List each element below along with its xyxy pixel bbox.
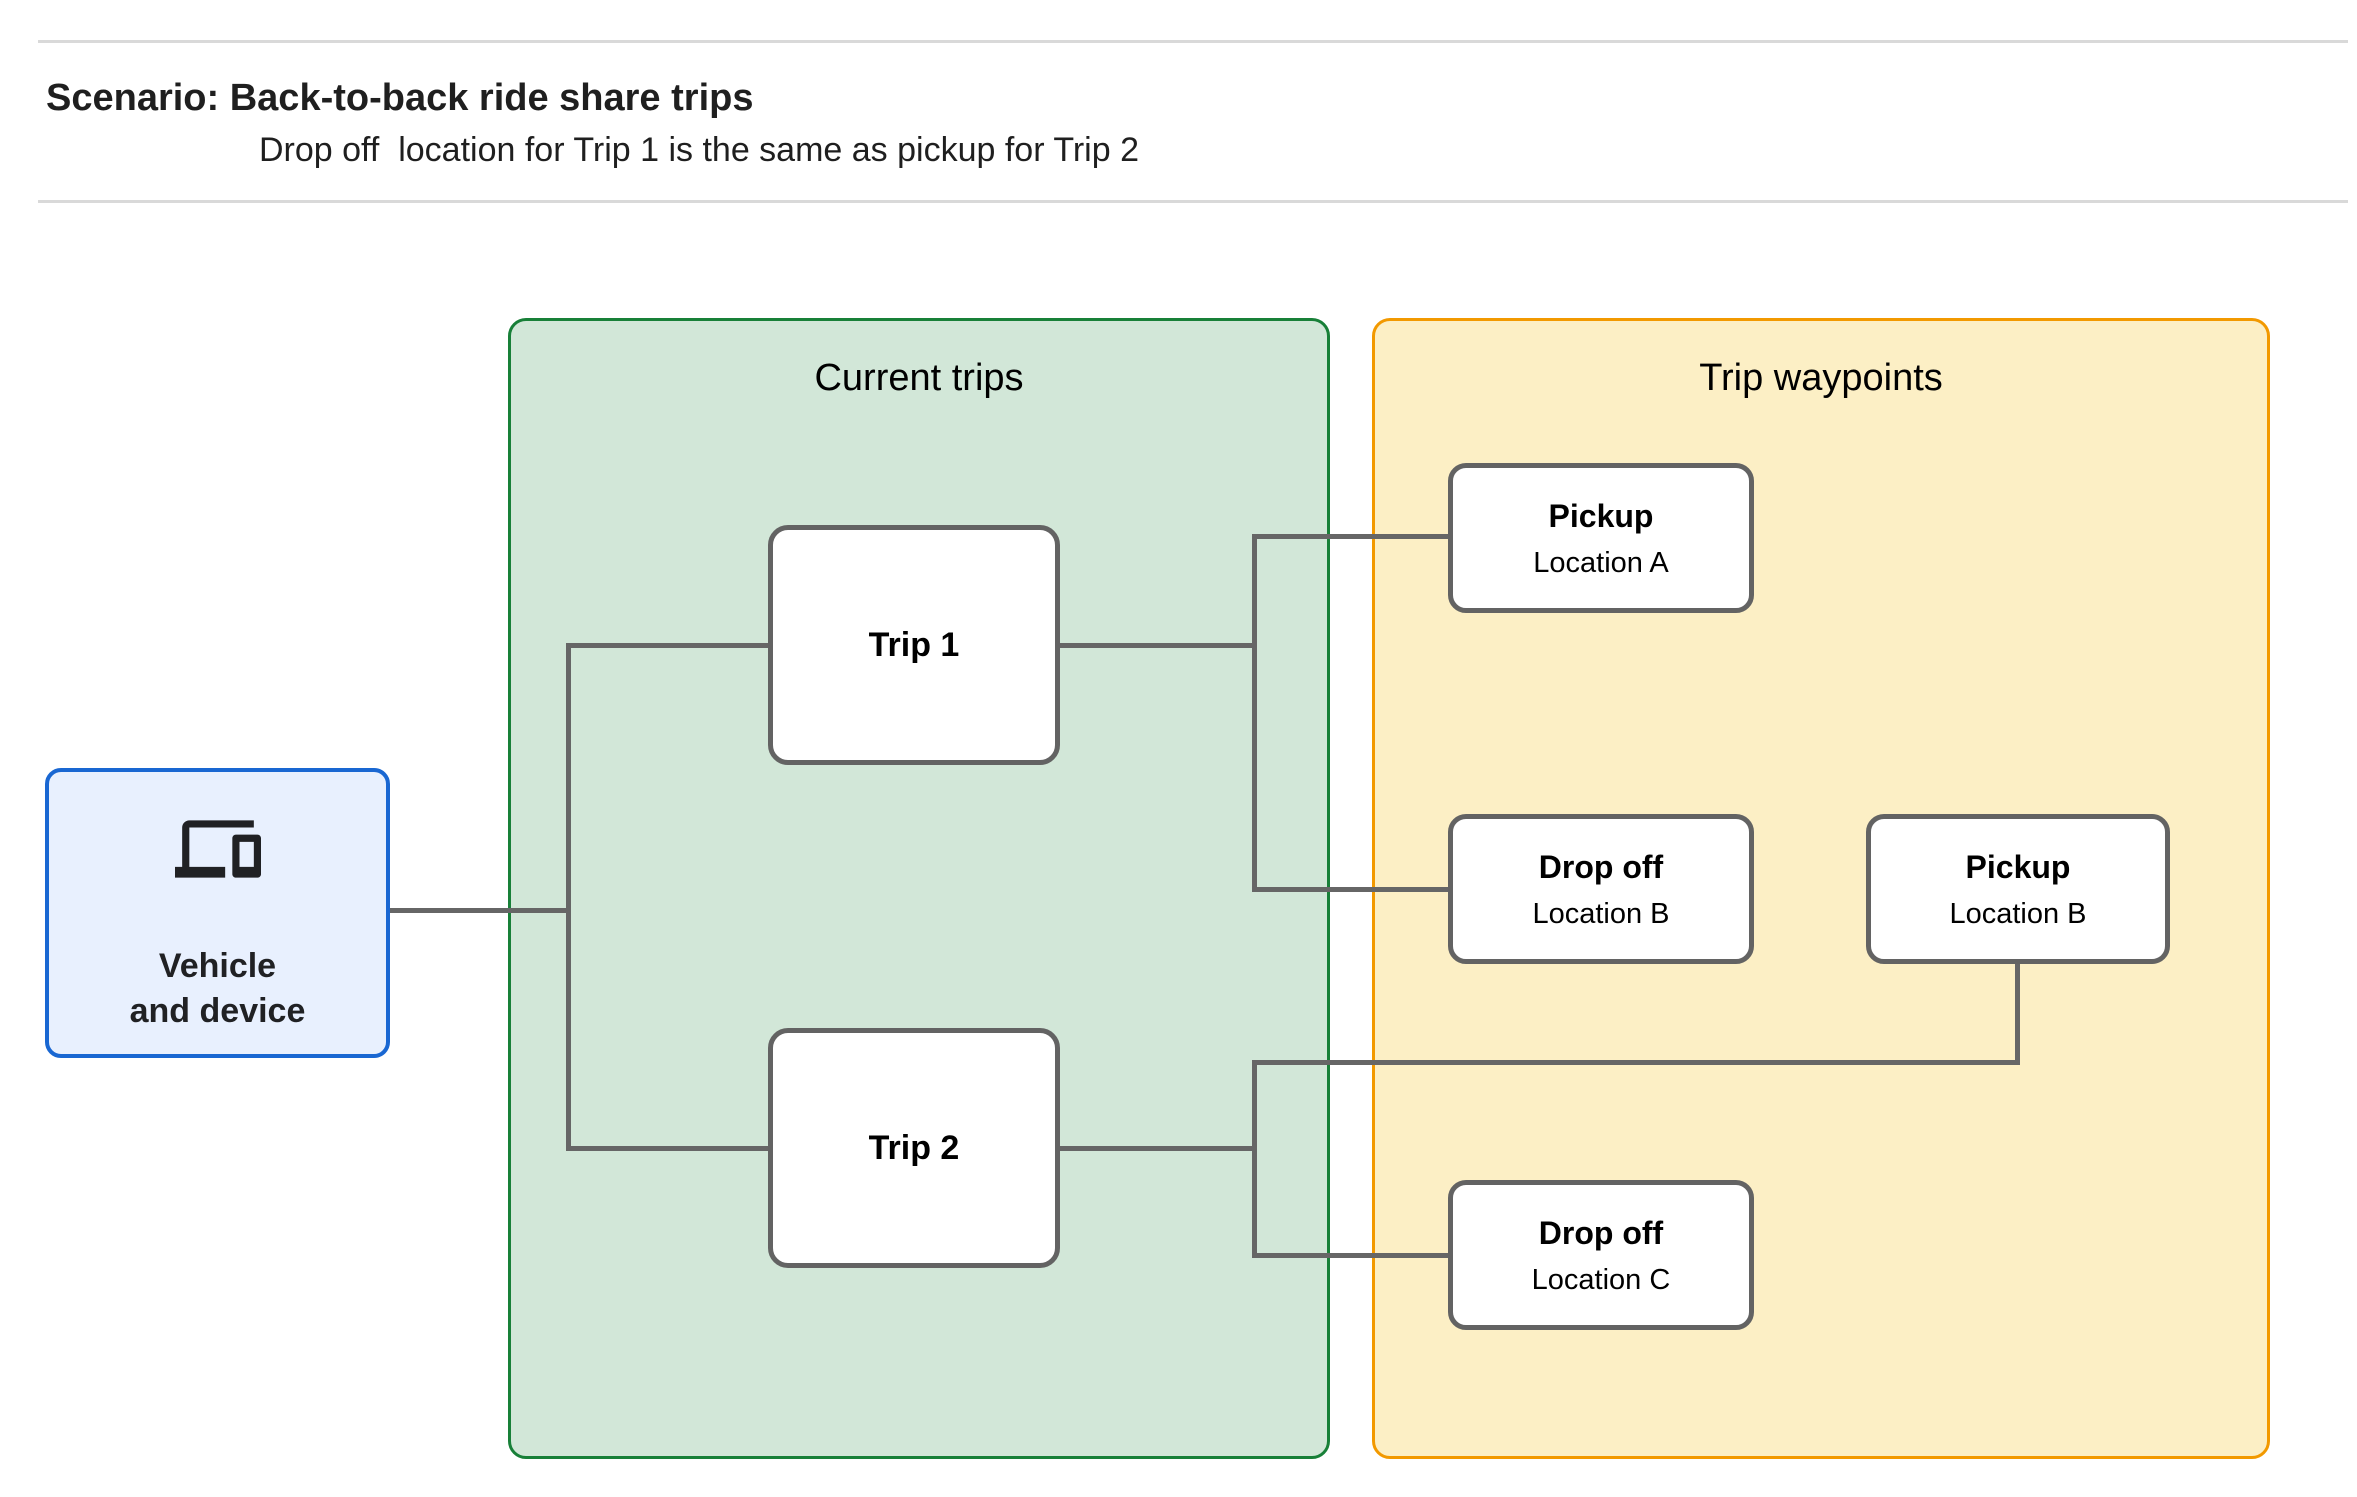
connector-pickup-b-descender [2015, 962, 2020, 1065]
current-trips-panel-title: Current trips [814, 357, 1024, 399]
connector-trunk-to-trip1 [566, 643, 772, 648]
waypoint-pickup-location-a: Pickup Location A [1448, 463, 1754, 613]
trip-2-box: Trip 2 [768, 1028, 1060, 1268]
connector-trunk-vertical [566, 643, 571, 1151]
waypoint-type: Drop off [1538, 1215, 1664, 1251]
page-title: Scenario: Back-to-back ride share trips [46, 77, 754, 119]
waypoint-type: Pickup [1965, 849, 2071, 885]
waypoint-location: Location B [1532, 898, 1670, 930]
connector-trip1-to-riser1 [1055, 643, 1257, 648]
trip-1-box: Trip 1 [768, 525, 1060, 765]
waypoint-location: Location C [1531, 1264, 1671, 1296]
page-subtitle: Drop off location for Trip 1 is the same… [259, 131, 1139, 169]
waypoint-type: Drop off [1538, 849, 1664, 885]
connector-vehicle-to-trunk [390, 908, 571, 913]
connector-riser2-to-dropoff-c [1252, 1253, 1452, 1258]
top-divider [38, 40, 2348, 43]
waypoint-dropoff-location-c: Drop off Location C [1448, 1180, 1754, 1330]
trip-waypoints-panel-title: Trip waypoints [1699, 357, 1943, 399]
connector-trunk-to-trip2 [566, 1146, 772, 1151]
connector-riser2-to-pickup-b [1252, 1060, 2020, 1065]
trip-1-label: Trip 1 [868, 625, 960, 664]
trip-2-label: Trip 2 [868, 1128, 960, 1167]
waypoint-type: Pickup [1548, 498, 1654, 534]
connector-riser1-vertical [1252, 536, 1257, 892]
current-trips-panel: Current trips [508, 318, 1330, 1459]
waypoint-dropoff-location-b: Drop off Location B [1448, 814, 1754, 964]
devices-icon [174, 820, 261, 878]
connector-riser1-to-dropoff-b [1252, 887, 1452, 892]
header-divider [38, 200, 2348, 203]
waypoint-pickup-location-b: Pickup Location B [1866, 814, 2170, 964]
vehicle-and-device-box: Vehicle and device [45, 768, 390, 1058]
connector-trip2-to-riser2 [1055, 1146, 1257, 1151]
connector-riser1-to-pickup-a [1252, 534, 1452, 539]
waypoint-location: Location A [1533, 547, 1669, 579]
vehicle-and-device-label: Vehicle and device [129, 947, 306, 1030]
connector-riser2-vertical [1252, 1060, 1257, 1258]
waypoint-location: Location B [1949, 898, 2087, 930]
